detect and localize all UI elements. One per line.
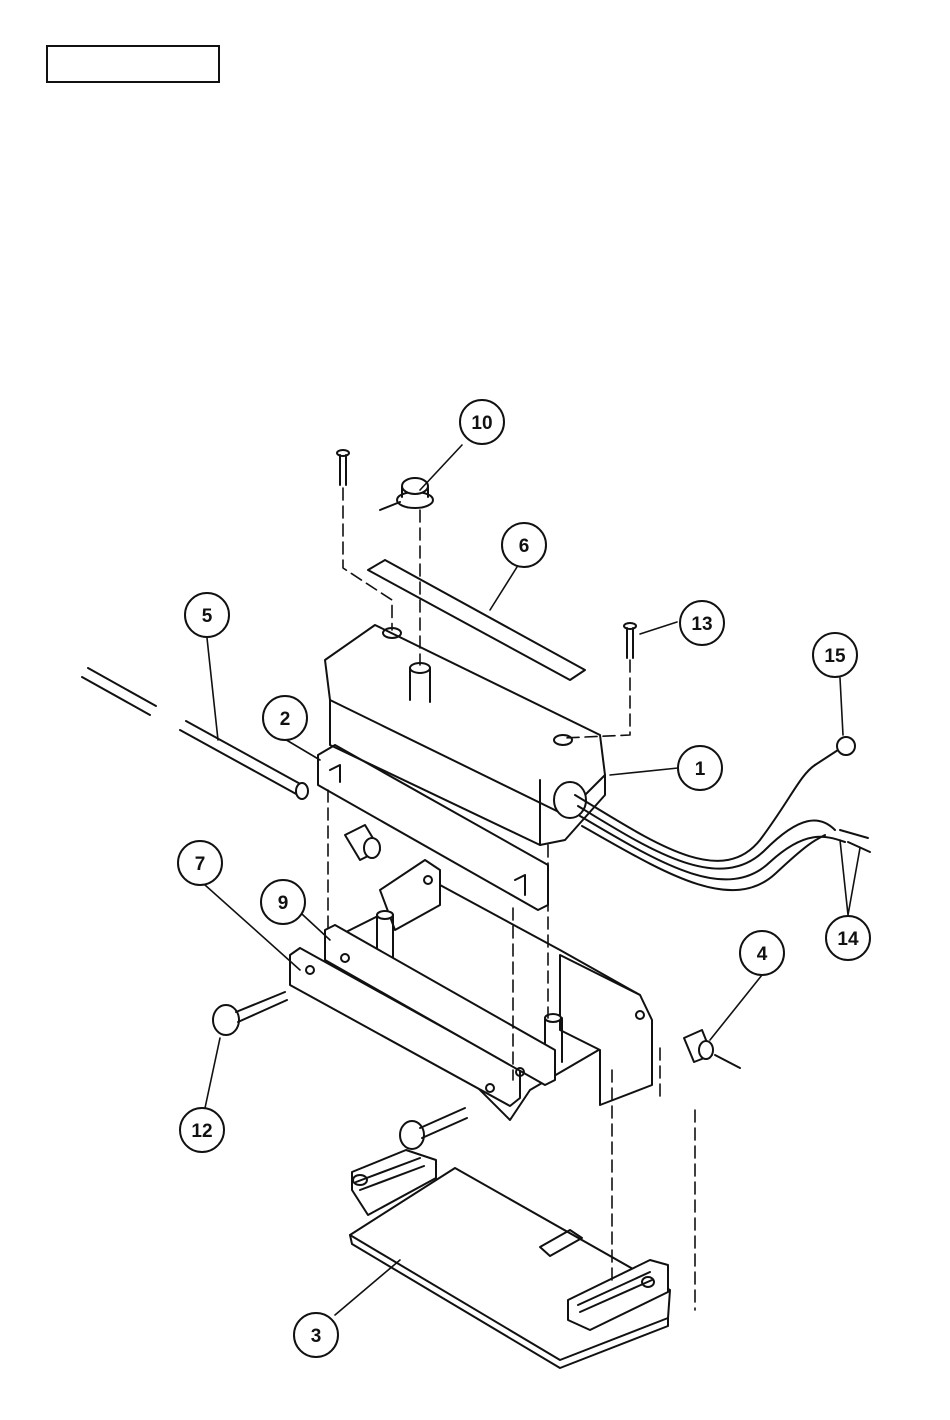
- callout-13: 13: [680, 601, 724, 645]
- callout-10: 10: [460, 400, 504, 444]
- svg-text:2: 2: [280, 709, 291, 730]
- svg-text:12: 12: [191, 1121, 212, 1142]
- svg-text:4: 4: [757, 944, 768, 965]
- base-plate-part: [350, 1150, 670, 1368]
- svg-text:3: 3: [311, 1326, 322, 1347]
- control-knob-part: [380, 478, 433, 510]
- callout-4: 4: [740, 931, 784, 975]
- callout-2: 2: [263, 696, 307, 740]
- callout-9: 9: [261, 880, 305, 924]
- callout-12: 12: [180, 1108, 224, 1152]
- svg-text:1: 1: [695, 759, 706, 780]
- svg-text:5: 5: [202, 606, 213, 627]
- callout-1: 1: [678, 746, 722, 790]
- svg-text:13: 13: [691, 614, 712, 635]
- callout-6: 6: [502, 523, 546, 567]
- callout-7: 7: [178, 841, 222, 885]
- callout-5: 5: [185, 593, 229, 637]
- svg-text:6: 6: [519, 536, 530, 557]
- callout-14: 14: [826, 916, 870, 960]
- svg-text:7: 7: [195, 854, 206, 875]
- callout-3: 3: [294, 1313, 338, 1357]
- svg-text:9: 9: [278, 893, 289, 914]
- svg-text:15: 15: [824, 646, 846, 667]
- screw-left-part: [340, 455, 346, 485]
- svg-text:10: 10: [471, 413, 492, 434]
- screw-right-part: [627, 628, 633, 658]
- svg-text:14: 14: [837, 929, 859, 950]
- callout-15: 15: [813, 633, 857, 677]
- wire-harness: [575, 737, 870, 890]
